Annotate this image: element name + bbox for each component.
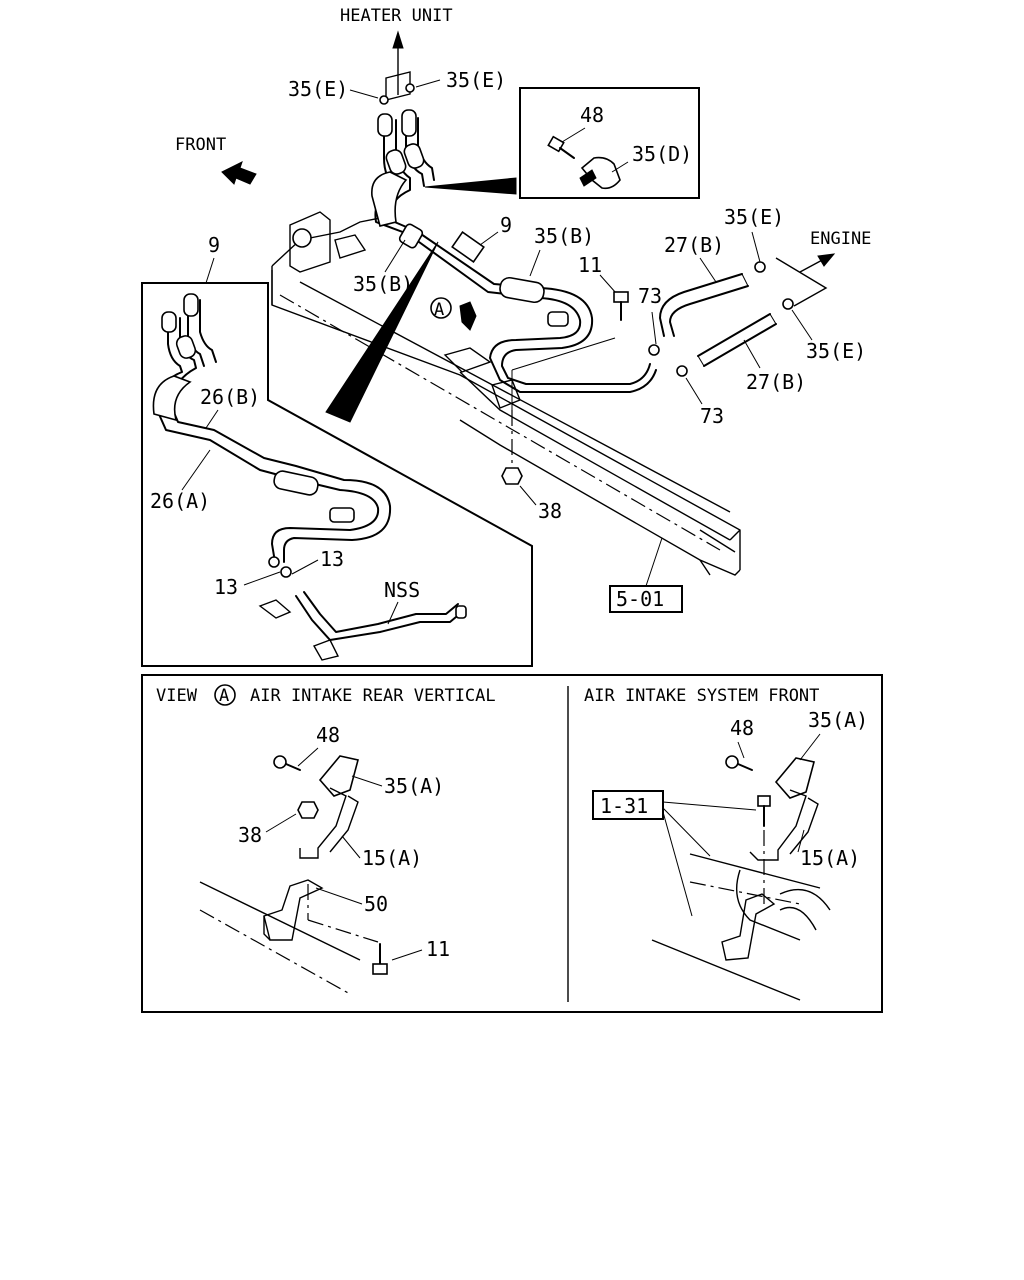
engine-label: ENGINE — [810, 229, 871, 249]
inset-frame — [141, 282, 533, 667]
panel-right-label-15a: 15(A) — [800, 846, 860, 870]
panel-left-title-letter: A — [219, 686, 229, 706]
panel-left-parts — [199, 755, 388, 995]
panel-left-label-50: 50 — [364, 892, 388, 916]
panel-left-label-35a: 35(A) — [384, 774, 444, 798]
ref-label-501: 5-01 — [616, 587, 664, 611]
inset-pipes — [152, 293, 392, 578]
label-27b-bottom: 27(B) — [746, 370, 806, 394]
ref-box-131 — [592, 790, 664, 820]
panel-right-parts — [651, 755, 831, 1001]
svg-text:A: A — [434, 300, 444, 320]
panel-right-label-35a: 35(A) — [808, 708, 868, 732]
label-35e-engine-bottom: 35(E) — [806, 339, 866, 363]
label-26b: 26(B) — [200, 385, 260, 409]
panel-left-label-15a: 15(A) — [362, 846, 422, 870]
panel-right-title: AIR INTAKE SYSTEM FRONT — [584, 686, 819, 706]
panel-left-title-prefix: VIEW — [156, 686, 198, 706]
label-13-left: 13 — [214, 575, 238, 599]
nss-pipes — [258, 591, 467, 661]
label-35b-main-left: 35(B) — [353, 272, 413, 296]
label-13-right: 13 — [320, 547, 344, 571]
label-35e-engine-top: 35(E) — [724, 205, 784, 229]
label-35d: 35(D) — [632, 142, 692, 166]
label-11-main: 11 — [578, 253, 602, 277]
clip-35d — [579, 156, 629, 190]
label-35b-main-right: 35(B) — [534, 224, 594, 248]
front-arrow-icon — [221, 161, 257, 185]
bottom-panels-frame — [141, 674, 883, 1013]
panel-left-label-38: 38 — [238, 823, 262, 847]
ref-label-131: 1-31 — [600, 794, 648, 818]
label-73-top: 73 — [638, 284, 662, 308]
label-35e-top-right: 35(E) — [446, 68, 506, 92]
frame-rail — [271, 211, 741, 576]
nss-label: NSS — [384, 578, 420, 602]
main-heater-pipes — [371, 109, 657, 409]
bolt-48-detail — [547, 127, 586, 159]
label-26a: 26(A) — [150, 489, 210, 513]
label-27b-top: 27(B) — [664, 233, 724, 257]
panel-right-label-48: 48 — [730, 716, 754, 740]
detail-box-35d — [519, 87, 700, 199]
label-9-inset: 9 — [208, 233, 220, 257]
detail-pointer-wedge — [424, 177, 517, 195]
label-38-main: 38 — [538, 499, 562, 523]
panel-left-title-rest: AIR INTAKE REAR VERTICAL — [250, 686, 496, 706]
inset-pointer-wedge — [325, 241, 439, 423]
label-48-detail: 48 — [580, 103, 604, 127]
heater-bracket — [379, 71, 415, 105]
label-9-main: 9 — [500, 213, 512, 237]
panel-left-label-48: 48 — [316, 723, 340, 747]
bolt-11-main — [613, 291, 629, 321]
nut-38-main — [501, 467, 523, 485]
panel-left-label-11: 11 — [426, 937, 450, 961]
label-35e-top-left: 35(E) — [288, 77, 348, 101]
panel-left-title: VIEW A AIR INTAKE REAR VERTICAL — [156, 684, 496, 706]
heater-unit-arrow — [392, 30, 404, 95]
view-a-callout: A — [430, 297, 477, 331]
heater-unit-label: HEATER UNIT — [340, 6, 453, 26]
front-label: FRONT — [175, 135, 226, 155]
label-73-bottom: 73 — [700, 404, 724, 428]
engine-hoses — [648, 253, 836, 377]
